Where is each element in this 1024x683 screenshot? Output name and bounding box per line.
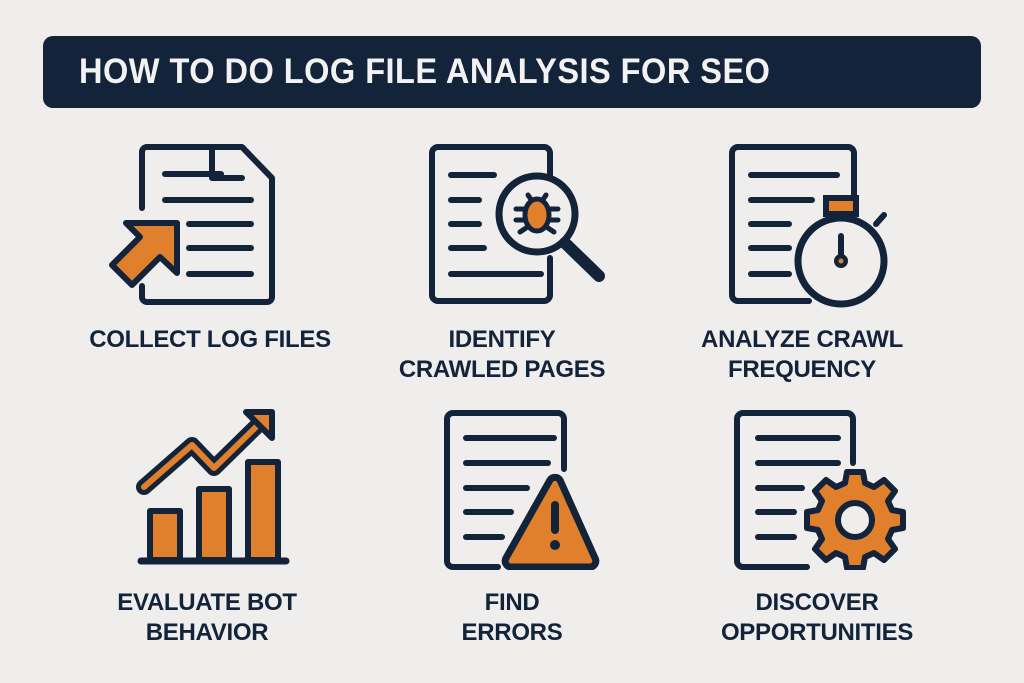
document-bug-magnifier-icon	[429, 144, 605, 304]
step-label: COLLECT LOG FILES	[60, 325, 360, 355]
step-label-line1: EVALUATE BOT	[117, 589, 297, 616]
step-find-errors: FIND ERRORS	[362, 400, 662, 650]
document-import-arrow-icon	[109, 144, 275, 305]
page-title: HOW TO DO LOG FILE ANALYSIS FOR SEO	[79, 52, 771, 91]
step-label-line2: BEHAVIOR	[145, 619, 269, 646]
step-label: EVALUATE BOT BEHAVIOR	[57, 588, 357, 648]
document-gear-icon	[734, 410, 906, 570]
step-label-line1: COLLECT LOG FILES	[89, 326, 331, 353]
step-evaluate-bot-behavior: EVALUATE BOT BEHAVIOR	[57, 400, 357, 650]
step-identify-crawled-pages: IDENTIFY CRAWLED PAGES	[352, 140, 652, 390]
step-label-line2: FREQUENCY	[728, 356, 876, 383]
step-discover-opportunities: DISCOVER OPPORTUNITIES	[667, 400, 967, 650]
step-label-line1: FIND	[484, 589, 540, 616]
step-label-line1: ANALYZE CRAWL	[701, 326, 903, 353]
step-label: ANALYZE CRAWL FREQUENCY	[652, 325, 952, 385]
step-label-line1: DISCOVER	[755, 589, 879, 616]
step-label: FIND ERRORS	[362, 588, 662, 648]
document-warning-icon	[444, 410, 600, 570]
step-label: DISCOVER OPPORTUNITIES	[667, 588, 967, 648]
step-collect-log-files: COLLECT LOG FILES	[60, 140, 360, 360]
step-label-line2: ERRORS	[461, 619, 563, 646]
step-analyze-crawl-frequency: ANALYZE CRAWL FREQUENCY	[652, 140, 952, 390]
step-label-line1: IDENTIFY	[448, 326, 556, 353]
document-stopwatch-icon	[729, 144, 888, 308]
title-banner: HOW TO DO LOG FILE ANALYSIS FOR SEO	[43, 36, 981, 108]
step-label-line2: CRAWLED PAGES	[398, 356, 606, 383]
step-label: IDENTIFY CRAWLED PAGES	[352, 325, 652, 385]
bar-chart-trend-up-icon	[136, 409, 290, 565]
step-label-line2: OPPORTUNITIES	[720, 619, 914, 646]
